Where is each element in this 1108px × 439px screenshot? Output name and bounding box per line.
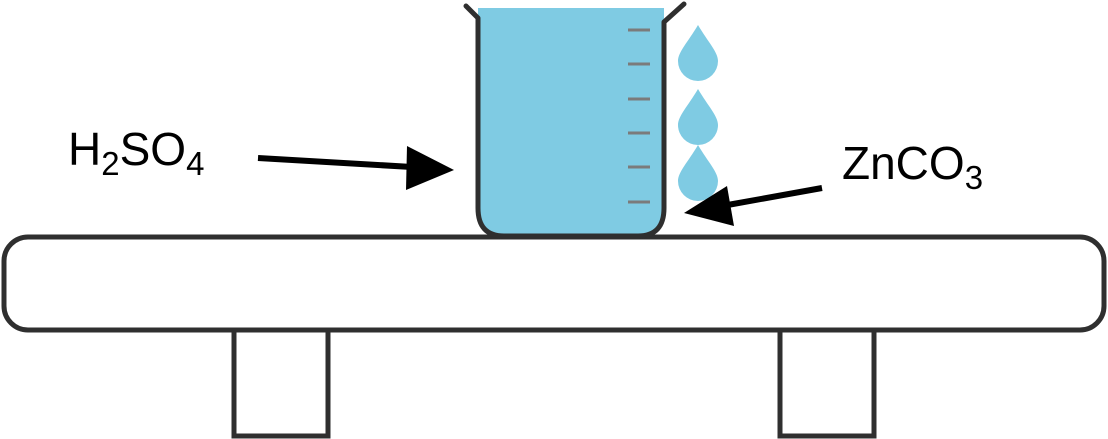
arrow-to-beaker [257, 146, 454, 190]
carbonate-label-subscript: 3 [964, 159, 984, 196]
acid-label-subscript-1: 2 [101, 145, 120, 182]
table-leg-right [777, 325, 877, 439]
droplet-icon [678, 89, 718, 145]
droplet-icon [678, 145, 718, 201]
acid-label: H2SO4 [68, 123, 204, 180]
beaker-liquid [478, 8, 664, 235]
table-top [1, 234, 1107, 333]
carbonate-label: ZnCO3 [842, 137, 983, 194]
acid-label-base: H [68, 123, 102, 175]
acid-label-subscript-2: 4 [186, 145, 205, 182]
arrow-to-droplets [684, 185, 823, 226]
acid-label-mid: SO [119, 123, 187, 175]
droplet-icon [678, 25, 718, 81]
carbonate-label-base: ZnCO [842, 137, 965, 189]
beaker-graduations [628, 28, 650, 204]
table-leg-left [231, 325, 331, 439]
beaker-outline [463, 1, 687, 239]
